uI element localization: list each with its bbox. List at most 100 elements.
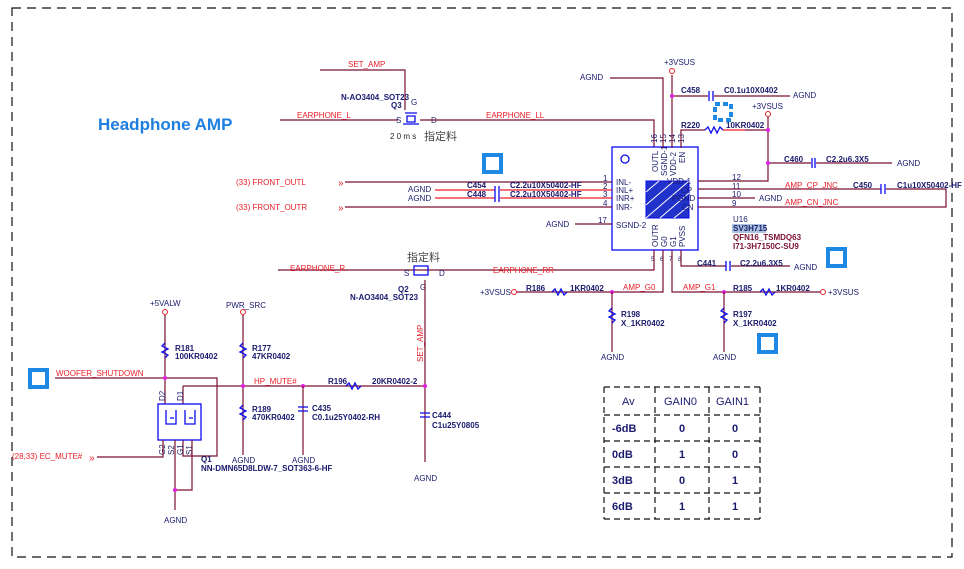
r186-ref: R186 bbox=[526, 284, 546, 293]
agnd-label: AGND bbox=[580, 73, 603, 82]
u16-package: QFN16_TSMDQ63 bbox=[733, 233, 802, 242]
vsus-label: +3VSUS bbox=[828, 288, 859, 297]
c460-ref: C460 bbox=[784, 155, 804, 164]
q2-transistor[interactable]: 指定料 EARPHONE_R S D G Q2 N-AO3404_SOT23 S… bbox=[290, 250, 480, 483]
vsus-label: +3VSUS bbox=[480, 288, 511, 297]
svg-text:PGND: PGND bbox=[672, 194, 695, 203]
r197-val: X_1KR0402 bbox=[733, 319, 777, 328]
pwr-src-label: PWR_SRC bbox=[226, 301, 266, 310]
u16-chip[interactable]: (33) FRONT_OUTL (33) FRONT_OUTR » » AGND… bbox=[236, 134, 802, 263]
offpage-arrow-icon: » bbox=[338, 178, 344, 189]
agnd-label: AGND bbox=[793, 91, 816, 100]
c441-val: C2.2u6.3X5 bbox=[740, 259, 783, 268]
net-label-front-outl: (33) FRONT_OUTL bbox=[236, 178, 306, 187]
c454-val: C2.2u10X50402-HF bbox=[510, 181, 582, 190]
valw-label: +5VALW bbox=[150, 299, 181, 308]
table-header: GAIN1 bbox=[716, 396, 749, 408]
svg-text:INR-: INR- bbox=[616, 203, 633, 212]
q2-pin-d: D bbox=[439, 269, 445, 278]
svg-text:EN: EN bbox=[678, 152, 687, 163]
mute-network: +5VALW R181 100KR0402 WOOFER_SHUTDOWN PW… bbox=[12, 299, 427, 525]
c448-val: C2.2u10X50402-HF bbox=[510, 190, 582, 199]
net-label-woofer-shutdown: WOOFER_SHUTDOWN bbox=[56, 369, 144, 378]
svg-text:OUTL: OUTL bbox=[651, 150, 660, 172]
sheet-border bbox=[11, 7, 953, 558]
c435-val: C0.1u25Y0402-RH bbox=[312, 413, 380, 422]
svg-text:1: 1 bbox=[679, 449, 685, 461]
r189-val: 470KR0402 bbox=[252, 413, 295, 422]
agnd-label: AGND bbox=[759, 194, 782, 203]
q2-pin-g: G bbox=[420, 283, 426, 292]
agnd-label: AGND bbox=[713, 353, 736, 362]
svg-text:12: 12 bbox=[732, 173, 741, 182]
svg-text:0: 0 bbox=[732, 449, 738, 461]
net-label-earphone-r: EARPHONE_R bbox=[290, 264, 345, 273]
svg-text:1: 1 bbox=[732, 475, 738, 487]
svg-text:OUTR: OUTR bbox=[651, 224, 660, 247]
svg-text:5: 5 bbox=[651, 257, 655, 263]
vsus-label: +3VSUS bbox=[664, 58, 695, 67]
q3-pin-g: G bbox=[411, 98, 417, 107]
svg-text:6dB: 6dB bbox=[612, 501, 633, 513]
q2-cn-note: 指定料 bbox=[407, 250, 440, 264]
net-label-earphone-rr: EARPHONE_RR bbox=[493, 266, 554, 275]
c450-ref: C450 bbox=[853, 181, 873, 190]
svg-text:1: 1 bbox=[732, 501, 738, 513]
agnd-label: AGND bbox=[601, 353, 624, 362]
r185-ref: R185 bbox=[733, 284, 753, 293]
q2-ref: Q2 bbox=[398, 285, 409, 294]
gain-network: C441 C2.2u6.3X5 AGND EARPHONE_RR +3VSUS … bbox=[278, 250, 859, 362]
q3-note: 2 0 m s bbox=[390, 132, 416, 141]
agnd-label: AGND bbox=[164, 516, 187, 525]
svg-text:VDD-1: VDD-1 bbox=[667, 177, 692, 186]
svg-text:VDD-2: VDD-2 bbox=[669, 151, 678, 176]
c441-ref: C441 bbox=[697, 259, 717, 268]
q2-pin-s: S bbox=[404, 269, 409, 278]
table-header: Av bbox=[622, 396, 635, 408]
svg-text:D1: D1 bbox=[176, 390, 185, 401]
agnd-label: AGND bbox=[794, 263, 817, 272]
svg-text:G1: G1 bbox=[669, 236, 678, 247]
svg-text:1: 1 bbox=[679, 501, 685, 513]
net-label-earphone-ll: EARPHONE_LL bbox=[486, 111, 545, 120]
c444-val: C1u25Y0805 bbox=[432, 421, 480, 430]
offpage-arrow-icon: » bbox=[89, 453, 95, 464]
c458-val: C0.1u10X0402 bbox=[724, 86, 778, 95]
svg-text:0: 0 bbox=[679, 475, 685, 487]
r177-val: 47KR0402 bbox=[252, 352, 291, 361]
q3-transistor[interactable]: SET_AMP N-AO3404_SOT23 Q3 G EARPHONE_L S… bbox=[280, 60, 655, 148]
c435-ref: C435 bbox=[312, 404, 332, 413]
u16-part: SV3H715 bbox=[733, 224, 768, 233]
r181-ref: R181 bbox=[175, 344, 195, 353]
r185-val: 1KR0402 bbox=[776, 284, 810, 293]
marker-square bbox=[826, 247, 847, 268]
svg-text:G0: G0 bbox=[660, 236, 669, 247]
svg-text:PVSS: PVSS bbox=[678, 226, 687, 247]
agnd-label: AGND bbox=[546, 220, 569, 229]
svg-text:10: 10 bbox=[732, 190, 741, 199]
agnd-label: AGND bbox=[408, 185, 431, 194]
q1-val: NN-DMN65D8LDW-7_SOT363-6-HF bbox=[201, 464, 333, 473]
svg-text:7: 7 bbox=[669, 257, 673, 263]
net-label-ec-mute: (28,33) EC_MUTE# bbox=[12, 452, 83, 461]
svg-text:S2: S2 bbox=[167, 445, 176, 455]
svg-text:INL-: INL- bbox=[616, 178, 631, 187]
q3-pin-s: S bbox=[396, 116, 401, 125]
r198-ref: R198 bbox=[621, 310, 641, 319]
q1-ref: Q1 bbox=[201, 455, 212, 464]
svg-text:4: 4 bbox=[603, 199, 608, 208]
r177-ref: R177 bbox=[252, 344, 272, 353]
svg-text:CP: CP bbox=[681, 186, 692, 195]
agnd-label: AGND bbox=[292, 456, 315, 465]
q1-dual-mosfet bbox=[157, 403, 202, 441]
r220-val: 10KR0402 bbox=[726, 121, 765, 130]
net-label-front-outr: (33) FRONT_OUTR bbox=[236, 203, 307, 212]
net-label-hp-mute: HP_MUTE# bbox=[254, 377, 297, 386]
svg-text:2: 2 bbox=[603, 182, 608, 191]
svg-text:-6dB: -6dB bbox=[612, 423, 637, 435]
r186-val: 1KR0402 bbox=[570, 284, 604, 293]
svg-text:CN: CN bbox=[682, 203, 694, 212]
